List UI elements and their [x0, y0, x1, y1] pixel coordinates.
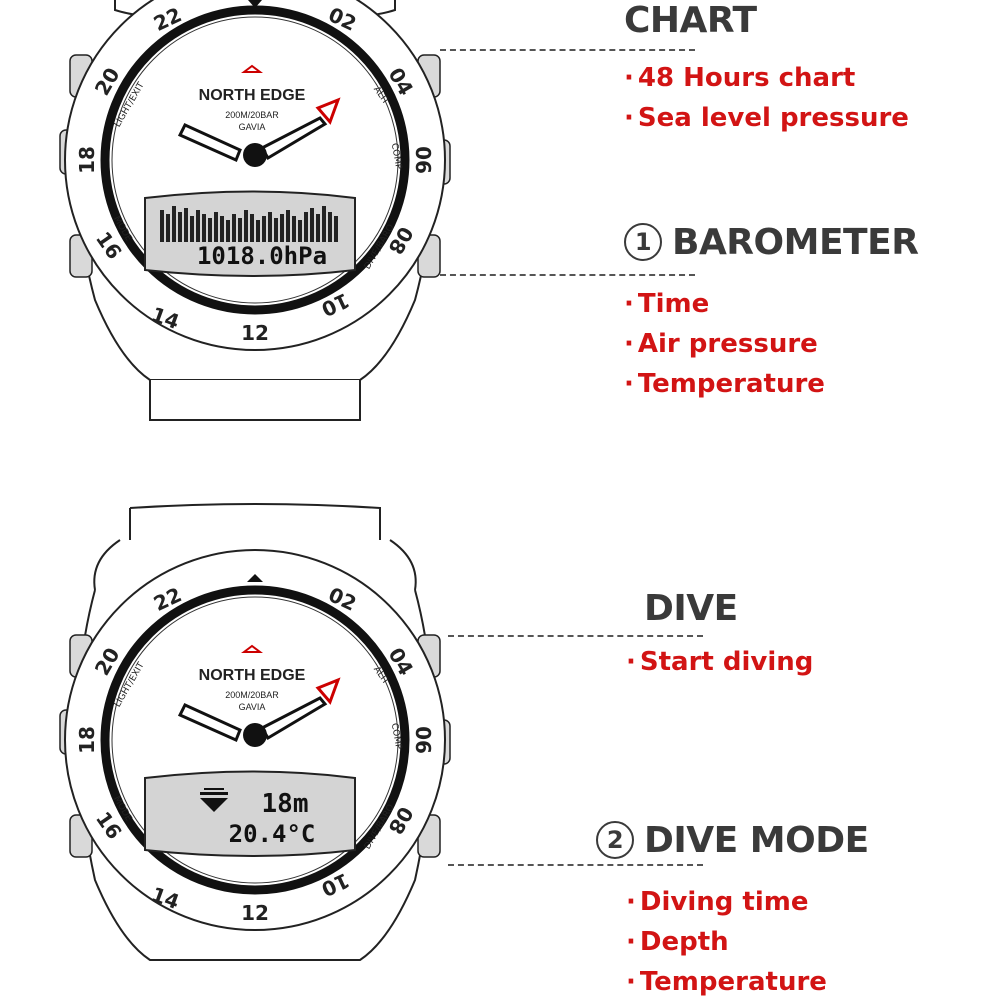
chart-feature-list: ·48 Hours chart ·Sea level pressure: [624, 58, 909, 138]
spec-model: GAVIA: [239, 702, 266, 712]
chart-divider: [440, 49, 695, 51]
list-item: ·Sea level pressure: [624, 103, 909, 133]
button-label-comp: COMP: [389, 142, 404, 170]
bezel-18: 18: [75, 146, 99, 174]
barometer-divider: [440, 274, 695, 276]
list-item: ·Start diving: [626, 647, 814, 677]
bezel-12: 12: [241, 901, 269, 925]
list-item: ·Diving time: [626, 887, 809, 917]
list-item: ·Temperature: [626, 967, 827, 997]
brand-logo: NORTH EDGE: [199, 667, 306, 684]
barometer-feature-list: ·Time ·Air pressure ·Temperature: [624, 284, 825, 404]
bezel-18: 18: [75, 726, 99, 754]
button-label-comp: COMP: [389, 722, 404, 750]
spec-depth: 200M/20BAR: [225, 110, 279, 120]
lcd-depth-reading: 18m: [262, 789, 309, 819]
barometer-number-badge: 1: [624, 223, 662, 261]
list-item: ·Air pressure: [624, 329, 818, 359]
spec-depth: 200M/20BAR: [225, 690, 279, 700]
dive-mode-divider: [448, 864, 703, 866]
dive-mode-feature-list: ·Diving time ·Depth ·Temperature: [626, 882, 827, 1002]
bezel-12: 12: [241, 321, 269, 345]
dive-mode-number-badge: 2: [596, 821, 634, 859]
dive-divider: [448, 635, 703, 637]
dive-feature-list: ·Start diving: [626, 642, 813, 682]
watch-barometer-illustration: 22 02 04 06 08 10 12 14 16 18 20 LIGHT/E…: [0, 0, 520, 500]
watch-dive-illustration: 22 02 04 06 08 10 12 14 16 18 20 LIGHT/E…: [0, 500, 520, 1000]
dive-heading: DIVE: [644, 588, 738, 629]
list-item: ·48 Hours chart: [624, 63, 856, 93]
spec-model: GAVIA: [239, 122, 266, 132]
lcd-temperature-reading: 20.4°C: [229, 820, 316, 848]
brand-logo: NORTH EDGE: [199, 87, 306, 104]
chart-heading: CHART: [624, 0, 757, 41]
list-item: ·Time: [624, 289, 710, 319]
lcd-pressure-reading: 1018.0hPa: [197, 242, 327, 270]
list-item: ·Depth: [626, 927, 729, 957]
list-item: ·Temperature: [624, 369, 825, 399]
bezel-06: 06: [411, 146, 435, 174]
bezel-06: 06: [411, 726, 435, 754]
chart-section: CHART ·48 Hours chart ·Sea level pressur…: [0, 0, 1000, 500]
